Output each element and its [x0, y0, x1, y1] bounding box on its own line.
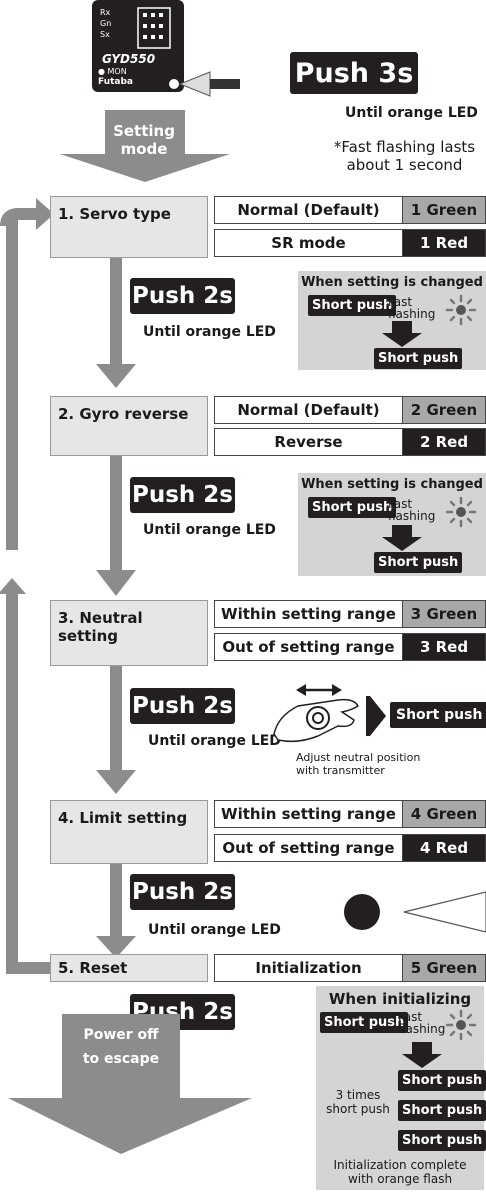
mon-label: ● MON: [98, 67, 127, 76]
led-indicator: 1 Red: [402, 230, 485, 256]
option-gyro-reverse: Reverse 2 Red: [214, 428, 486, 456]
device-model: GYD550: [102, 52, 156, 66]
short-push-button[interactable]: Short push: [398, 1070, 486, 1091]
changed-title: When setting is changed: [301, 275, 483, 290]
led-indicator: 2 Green: [402, 397, 485, 423]
option-label: Within setting range: [221, 605, 396, 623]
until-orange-led-2: Until orange LED: [143, 522, 276, 538]
led-indicator: 4 Red: [402, 835, 485, 861]
push-2s-button-4[interactable]: Push 2s: [130, 874, 235, 910]
option-label: Initialization: [255, 959, 362, 977]
arrow-down-icon: [382, 525, 422, 551]
arrow-down-icon: [382, 321, 422, 347]
option-limit-out: Out of setting range 4 Red: [214, 834, 486, 862]
limit-travel-icon: [344, 891, 486, 933]
arrow-down-icon: [402, 1042, 442, 1068]
short-push-button[interactable]: Short push: [374, 552, 463, 573]
option-label: Within setting range: [221, 805, 396, 823]
led-indicator: 3 Red: [402, 634, 485, 660]
option-label: Reverse: [274, 433, 343, 451]
option-label: SR mode: [271, 234, 346, 252]
step-limit-setting: 4. Limit setting: [50, 800, 208, 864]
down-arrow-1-icon: [96, 258, 136, 388]
adjust-neutral-caption: Adjust neutral position with transmitter: [296, 751, 421, 777]
fast-flashing-note: *Fast flashing lasts about 1 second: [333, 138, 476, 174]
until-orange-led-1: Until orange LED: [143, 324, 276, 340]
setting-mode-arrow-icon: [60, 110, 230, 182]
led-indicator: 3 Green: [402, 601, 485, 627]
loop-arrow-icon: [0, 198, 60, 974]
led-indicator: 4 Green: [402, 801, 485, 827]
option-gyro-normal: Normal (Default) 2 Green: [214, 396, 486, 424]
transmitter-stick-icon: [273, 684, 359, 743]
option-initialization: Initialization 5 Green: [214, 954, 486, 982]
short-push-button[interactable]: Short push: [398, 1130, 486, 1151]
device-body-icon: [92, 0, 240, 97]
push-2s-button-1[interactable]: Push 2s: [130, 278, 235, 314]
down-arrow-3-icon: [96, 666, 136, 794]
until-orange-led-3: Until orange LED: [148, 733, 281, 749]
step-neutral-setting: 3. Neutral setting: [50, 600, 208, 666]
port-sx-label: Sx: [100, 30, 110, 39]
option-servo-normal: Normal (Default) 1 Green: [214, 196, 486, 224]
gyro-device: Rx Gn Sx GYD550 ● MON Futaba: [90, 0, 240, 97]
option-neutral-within: Within setting range 3 Green: [214, 600, 486, 628]
power-off-arrow-icon: [8, 1014, 252, 1154]
short-push-button[interactable]: Short push: [320, 1012, 409, 1033]
short-push-button[interactable]: Short push: [374, 348, 463, 369]
option-label: Out of setting range: [222, 638, 395, 656]
led-indicator: 1 Green: [402, 197, 485, 223]
setting-mode-label: Setting mode: [113, 122, 175, 158]
step-servo-type: 1. Servo type: [50, 196, 208, 258]
flash-icon: [445, 496, 477, 528]
brand-logo: Futaba: [98, 77, 133, 87]
port-rx-label: Rx: [100, 8, 111, 17]
option-servo-sr: SR mode 1 Red: [214, 229, 486, 257]
step-reset: 5. Reset: [50, 954, 208, 982]
option-limit-within: Within setting range 4 Green: [214, 800, 486, 828]
push-3s-button[interactable]: Push 3s: [290, 52, 418, 94]
power-off-label: Power off to escape: [82, 1027, 160, 1067]
short-push-button-3[interactable]: Short push: [390, 702, 486, 728]
push-2s-button-2[interactable]: Push 2s: [130, 477, 235, 513]
led-indicator: 2 Red: [402, 429, 485, 455]
short-push-button[interactable]: Short push: [308, 497, 397, 518]
flash-icon: [445, 294, 477, 326]
flash-icon: [445, 1009, 477, 1041]
short-push-button[interactable]: Short push: [398, 1100, 486, 1121]
option-label: Normal (Default): [237, 201, 380, 219]
short-push-button[interactable]: Short push: [308, 295, 397, 316]
down-arrow-2-icon: [96, 456, 136, 596]
until-orange-led-4: Until orange LED: [148, 922, 281, 938]
option-neutral-out: Out of setting range 3 Red: [214, 633, 486, 661]
push-2s-button-3[interactable]: Push 2s: [130, 688, 235, 724]
port-gn-label: Gn: [100, 19, 112, 28]
until-orange-led-text: Until orange LED: [345, 105, 478, 121]
right-arrow-icon: [366, 696, 386, 736]
step-gyro-reverse: 2. Gyro reverse: [50, 396, 208, 456]
option-label: Normal (Default): [237, 401, 380, 419]
down-arrow-4-icon: [96, 864, 136, 958]
changed-title: When setting is changed: [301, 477, 483, 492]
led-indicator: 5 Green: [402, 955, 485, 981]
option-label: Out of setting range: [222, 839, 395, 857]
initializing-title: When initializing: [328, 990, 472, 1008]
